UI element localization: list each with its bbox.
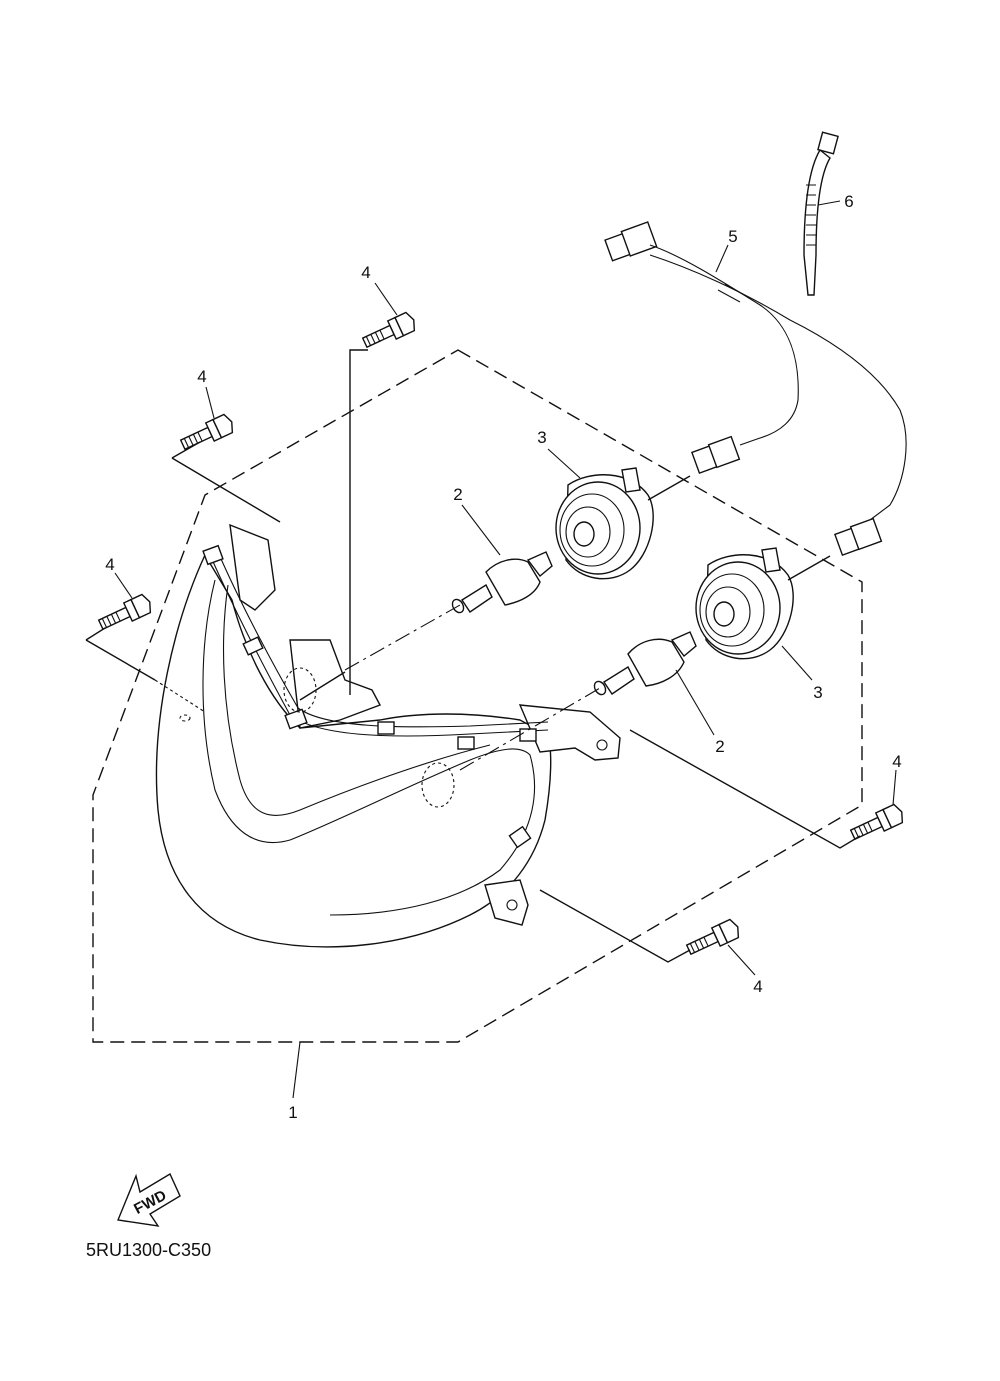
- socket-right: [695, 547, 794, 660]
- bolt-mid-left: [97, 593, 152, 631]
- fwd-arrow-icon: FWD: [117, 1172, 181, 1227]
- callout-4-bottom: 4: [753, 977, 762, 996]
- leader-6: [817, 200, 841, 206]
- callout-6: 6: [844, 192, 853, 211]
- callout-4-upper-left: 4: [197, 367, 206, 386]
- leader-3b: [781, 645, 813, 681]
- leader-5: [715, 244, 729, 273]
- leader-4-b: [727, 944, 756, 976]
- socket-left: [555, 467, 654, 580]
- diagram-code: 5RU1300-C350: [86, 1240, 212, 1260]
- leader-4-ml: [114, 572, 133, 599]
- bulb-right: [593, 631, 697, 696]
- leader-4-ul: [205, 386, 215, 419]
- bolt-bottom: [685, 918, 740, 956]
- lead-wire: [604, 221, 907, 556]
- cable-tie: [803, 131, 839, 296]
- callout-2-right: 2: [715, 737, 724, 756]
- leader-2b: [675, 669, 715, 736]
- leader-2a: [461, 504, 501, 556]
- callout-3-right: 3: [813, 683, 822, 702]
- callout-4-top: 4: [361, 263, 370, 282]
- callout-2-left: 2: [453, 485, 462, 504]
- leader-4-top: [374, 282, 398, 316]
- bolt-top: [361, 311, 416, 349]
- bolt-upper-left: [179, 413, 234, 451]
- callout-4-right: 4: [892, 752, 901, 771]
- bulb-left: [451, 551, 553, 614]
- callout-4-mid-left: 4: [105, 555, 114, 574]
- leader-4-r: [892, 769, 897, 806]
- callout-1: 1: [288, 1103, 297, 1122]
- bolt-right: [849, 803, 904, 841]
- callout-3-left: 3: [537, 428, 546, 447]
- callout-5: 5: [728, 227, 737, 246]
- headlight-body: [155, 523, 621, 948]
- leader-1: [292, 1041, 301, 1099]
- leader-3a: [547, 448, 581, 479]
